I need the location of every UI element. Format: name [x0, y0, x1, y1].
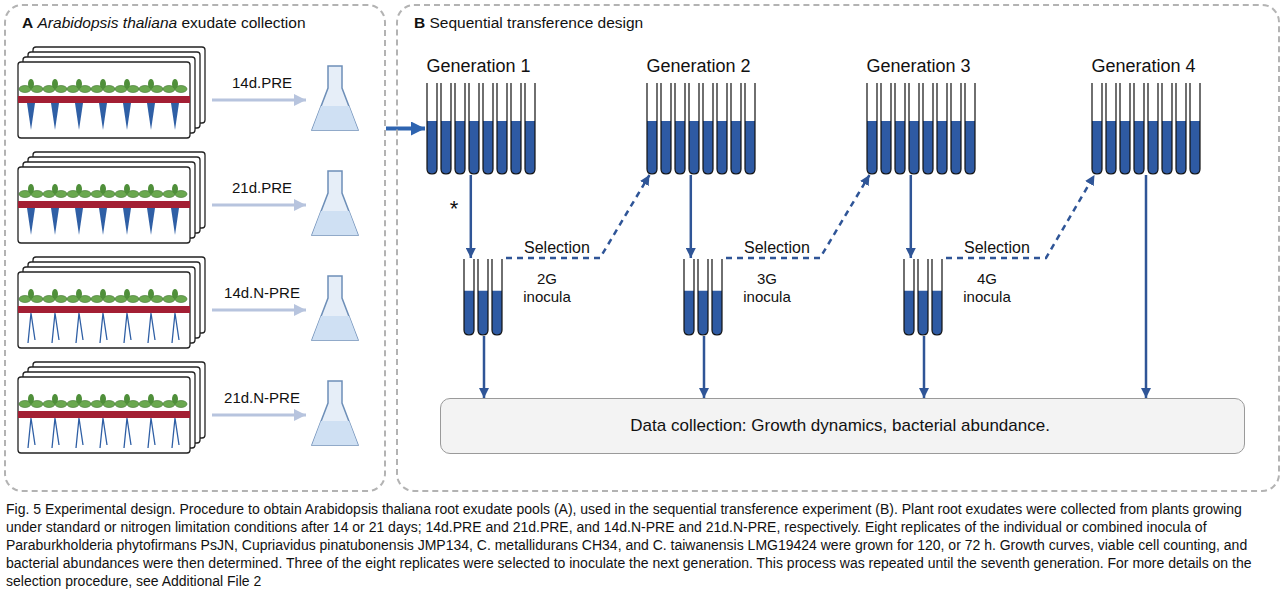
plant-tray — [18, 47, 205, 138]
tube-set — [462, 258, 506, 336]
tube-set — [1090, 82, 1202, 175]
panel-heading: exudate collection — [181, 14, 305, 31]
flask — [312, 66, 358, 130]
collection-arrow — [212, 99, 306, 102]
flow-arrow — [1145, 175, 1148, 398]
box-text: Data collection: Growth dynamics, bacter… — [630, 416, 1050, 435]
selection-tubes: Selection — [682, 258, 726, 336]
exudate-label: 14d.N-PRE — [212, 284, 312, 302]
figure-caption: Fig. 5 Experimental design. Procedure to… — [6, 500, 1276, 590]
collection-arrow — [212, 204, 306, 207]
plant-tray — [18, 362, 205, 453]
group-label: Selection — [524, 239, 590, 256]
panel-heading: Sequential transference design — [430, 14, 644, 31]
selection-tubes: Selection — [902, 258, 946, 336]
tube-set — [645, 82, 757, 175]
panel-box: B Sequential transference designGeneratio… — [396, 4, 1280, 492]
plant-tray — [18, 152, 205, 243]
flow-arrow — [923, 336, 926, 398]
panel-heading: B — [414, 14, 425, 31]
flow-arrow — [483, 336, 486, 398]
tube-row: Generation 4 — [1090, 82, 1202, 175]
group-label: Generation 2 — [646, 56, 750, 76]
flow-arrow — [386, 127, 425, 131]
tube-set — [902, 258, 946, 336]
group-label: Selection — [964, 239, 1030, 256]
plant-tray — [18, 257, 205, 348]
tube-row: Generation 2 — [645, 82, 757, 175]
flow-arrow — [470, 175, 473, 258]
flow-arrow — [690, 175, 693, 258]
inocula-label: 2G inocula — [516, 270, 578, 306]
asterisk-mark: * — [446, 196, 462, 222]
collection-arrow — [212, 414, 306, 417]
inocula-arrow — [726, 175, 869, 258]
exudate-label: 21d.PRE — [212, 179, 312, 197]
flask — [312, 171, 358, 235]
tube-set — [425, 82, 537, 175]
inocula-arrow — [506, 175, 649, 258]
tube-set — [865, 82, 977, 175]
inocula-label: 3G inocula — [736, 270, 798, 306]
exudate-label: 21d.N-PRE — [212, 389, 312, 407]
selection-tubes: Selection — [462, 258, 506, 336]
tube-row: Generation 3 — [865, 82, 977, 175]
data-box: Data collection: Growth dynamics, bacter… — [440, 398, 1245, 454]
tube-row: Generation 1 — [425, 82, 537, 175]
tube-set — [682, 258, 726, 336]
group-label: Generation 1 — [426, 56, 530, 76]
panel-box: A Arabidopsis thalianaexudate collection — [4, 4, 386, 492]
inocula-label: 4G inocula — [956, 270, 1018, 306]
flow-arrow — [703, 336, 706, 398]
flow-arrow — [910, 175, 913, 258]
flask — [312, 276, 358, 340]
group-label: Generation 3 — [866, 56, 970, 76]
collection-arrow — [212, 309, 306, 312]
flask — [312, 381, 358, 445]
group-label: Generation 4 — [1091, 56, 1195, 76]
group-label: Selection — [744, 239, 810, 256]
exudate-label: 14d.PRE — [212, 74, 312, 92]
inocula-arrow — [946, 175, 1094, 258]
panel-heading: A — [22, 14, 33, 31]
panel-heading: Arabidopsis thaliana — [38, 14, 178, 31]
